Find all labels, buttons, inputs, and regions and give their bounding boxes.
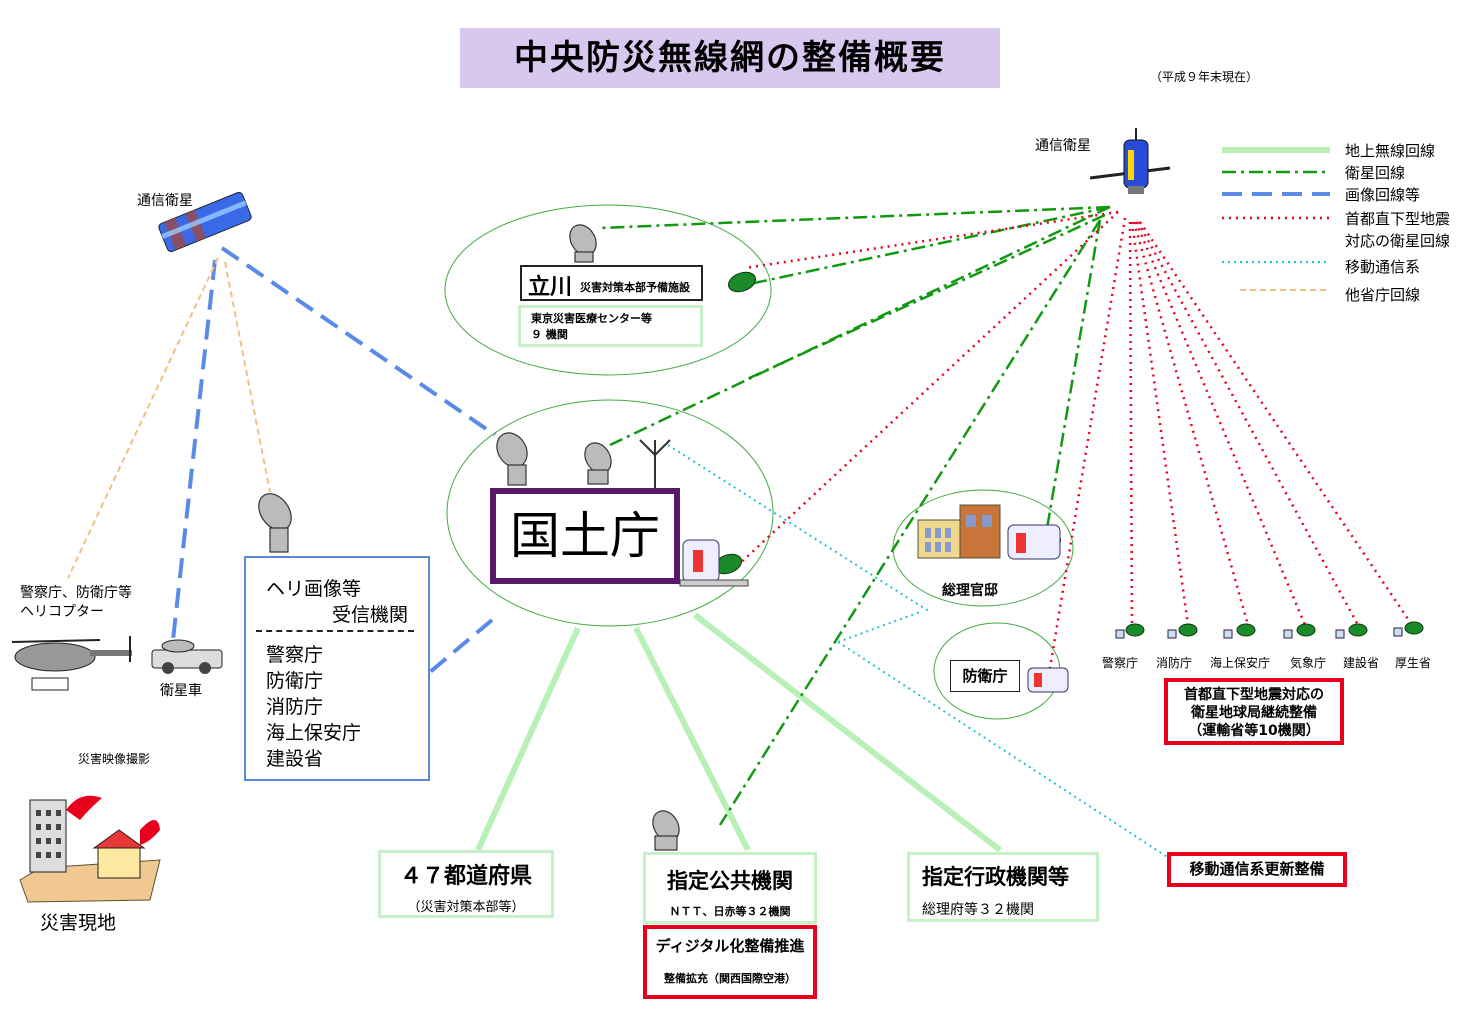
heli-box-heading1: ヘリ画像等 xyxy=(266,578,362,600)
admin-orgs-name: 指定行政機関等 xyxy=(922,865,1069,889)
antenna-mast-icon xyxy=(639,439,671,495)
other-ministry-lines xyxy=(67,257,271,579)
earth-station-icons xyxy=(1115,621,1424,639)
legend-satellite: 衛星回線 xyxy=(1345,164,1406,182)
earth-station-line3: （運輸省等10機関） xyxy=(1188,723,1320,739)
ground-wireless-lines xyxy=(475,612,1002,853)
heli-box-item: 警察庁 xyxy=(266,644,324,666)
satellite-car-icon xyxy=(151,639,223,674)
disaster-site-label: 災害現地 xyxy=(40,912,117,934)
digital-box: ディジタル化整備推進 整備拡充（関西国際空港） xyxy=(643,925,817,999)
page-title: 中央防災無線網の整備概要 xyxy=(460,28,1000,88)
satellite-van-icon xyxy=(679,539,749,587)
heli-box-item: 海上保安庁 xyxy=(266,722,362,744)
green-dish-icons xyxy=(713,271,1067,690)
admin-orgs-sub: 総理府等３２機関 xyxy=(922,902,1034,918)
residence-van-icon xyxy=(1007,524,1061,560)
station-label: 厚生省 xyxy=(1395,656,1432,670)
right-satellite-icon xyxy=(1089,128,1171,194)
station-label: 消防庁 xyxy=(1156,656,1193,670)
public-orgs-sub: ＮＴＴ、日赤等３２機関 xyxy=(669,905,791,918)
heli-box-item: 消防庁 xyxy=(266,696,324,718)
dish-icon-heli-receiver xyxy=(258,493,292,553)
dish-icon-center-2 xyxy=(584,442,612,485)
defense-van-icon xyxy=(1027,667,1069,693)
satellite-lines xyxy=(599,205,1111,826)
defense-box: 防衛庁 xyxy=(950,660,1020,692)
image-lines xyxy=(171,246,497,674)
public-orgs-name: 指定公共機関 xyxy=(667,869,793,893)
legend-other-ministry: 他省庁回線 xyxy=(1345,286,1421,304)
station-label: 建設省 xyxy=(1343,656,1380,670)
legend-ground-wireless: 地上無線回線 xyxy=(1345,142,1436,160)
station-label: 海上保安庁 xyxy=(1210,656,1271,670)
sat-car-label: 衛星車 xyxy=(160,683,202,699)
disaster-filming-label: 災害映像撮影 xyxy=(78,752,151,766)
tachikawa-sub: 災害対策本部予備施設 xyxy=(580,281,690,294)
earthquake-sat-lines xyxy=(734,210,1414,669)
legend-mobile: 移動通信系 xyxy=(1345,258,1421,276)
helicopter-icon xyxy=(11,636,132,691)
admin-orgs-box: 指定行政機関等 総理府等３２機関 xyxy=(907,852,1099,922)
legend-samples xyxy=(1222,147,1330,291)
tachikawa-note: 東京災害医療センター等 ９ 機関 xyxy=(518,305,703,347)
left-satellite-icon xyxy=(158,191,252,253)
heli-label-1: 警察庁、防衛庁等 xyxy=(20,585,132,601)
heli-box-divider xyxy=(256,630,414,632)
prefectures-box: ４７都道府県 （災害対策本部等） xyxy=(378,850,554,918)
tachikawa-ellipse xyxy=(444,204,772,376)
heli-receiver-box: ヘリ画像等 受信機関 警察庁 防衛庁 消防庁 海上保安庁 建設省 xyxy=(244,556,430,781)
prefectures-name: ４７都道府県 xyxy=(399,864,532,889)
mobile-update-box: 移動通信系更新整備 xyxy=(1167,852,1347,887)
station-label: 気象庁 xyxy=(1290,656,1327,670)
heli-box-heading2: 受信機関 xyxy=(332,604,409,626)
mobile-lines xyxy=(667,444,1176,863)
tachikawa-name: 立川 xyxy=(528,275,573,300)
right-satellite-label: 通信衛星 xyxy=(1035,138,1091,154)
earth-station-box: 首都直下型地震対応の 衛星地球局継続整備 （運輸省等10機関） xyxy=(1164,678,1344,745)
earth-station-line2: 衛星地球局継続整備 xyxy=(1191,705,1317,721)
legend-earthquake-1: 首都直下型地震 xyxy=(1345,210,1451,228)
earth-station-line1: 首都直下型地震対応の xyxy=(1184,687,1324,703)
tachikawa-note-line1: 東京災害医療センター等 xyxy=(531,312,652,325)
public-orgs-box: 指定公共機関 ＮＴＴ、日赤等３２機関 xyxy=(643,852,817,924)
heli-box-item: 建設省 xyxy=(266,748,324,770)
tachikawa-box: 立川 災害対策本部予備施設 xyxy=(520,265,703,301)
legend-image: 画像回線等 xyxy=(1345,186,1421,204)
center-box: 国土庁 xyxy=(490,488,680,584)
dish-icon-public xyxy=(652,810,680,851)
as-of-date: （平成９年末現在） xyxy=(1150,70,1259,84)
residence-building-icon xyxy=(917,504,1001,559)
digital-line1: ディジタル化整備推進 xyxy=(655,937,805,955)
dish-icon-tachikawa xyxy=(569,224,597,263)
disaster-scene-icon xyxy=(19,795,161,903)
prefectures-sub: （災害対策本部等） xyxy=(407,900,525,915)
heli-box-item: 防衛庁 xyxy=(266,670,324,692)
dish-icon-center-1 xyxy=(496,432,528,486)
residence-label: 総理官邸 xyxy=(942,583,998,599)
digital-line2: 整備拡充（関西国際空港） xyxy=(664,972,796,985)
station-label: 警察庁 xyxy=(1102,656,1139,670)
tachikawa-note-line2: ９ 機関 xyxy=(531,328,568,341)
left-satellite-label: 通信衛星 xyxy=(137,193,193,209)
legend-earthquake-2: 対応の衛星回線 xyxy=(1345,232,1451,250)
heli-label-2: ヘリコプター xyxy=(20,604,104,620)
center-ellipse xyxy=(446,399,774,627)
